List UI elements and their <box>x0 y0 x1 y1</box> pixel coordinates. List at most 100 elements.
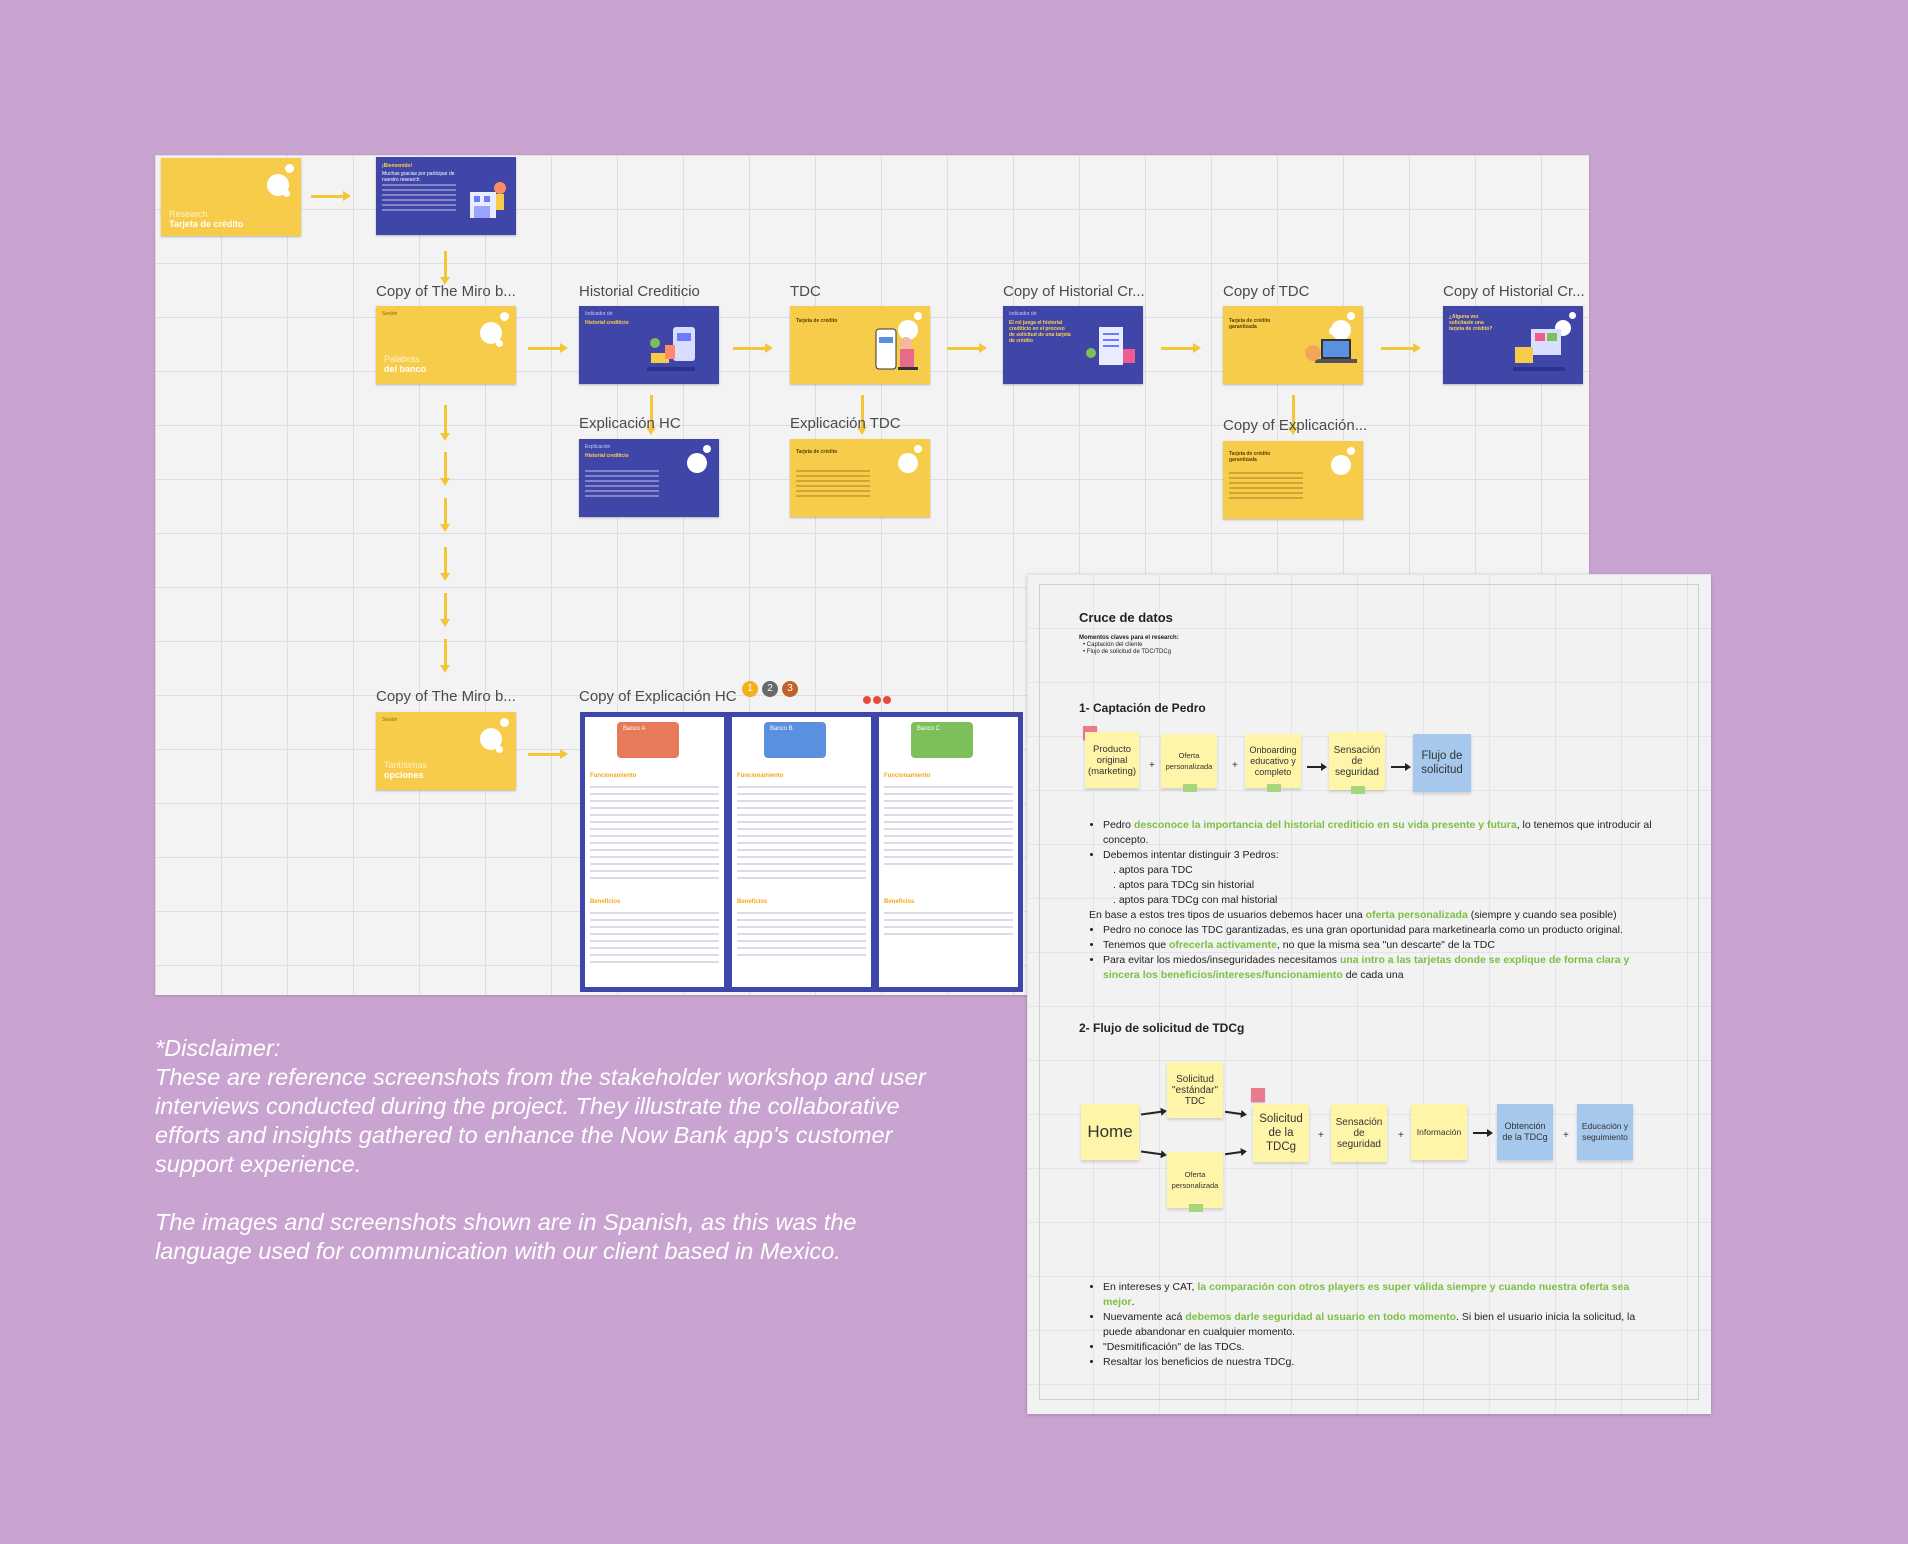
plus-icon: + <box>1398 1130 1404 1141</box>
explicacion-tdc-slide[interactable]: Tarjeta de crédito <box>790 439 930 517</box>
slide-title: El rol juega el historial crediticio en … <box>1009 320 1071 344</box>
slide-bold: del banco <box>384 364 427 374</box>
flow-arrow <box>1381 343 1421 353</box>
sticky-informacion[interactable]: Información <box>1411 1104 1467 1160</box>
plus-icon: + <box>1232 760 1238 771</box>
sticky-oferta-personalizada-2[interactable]: Oferta personalizada <box>1167 1152 1223 1208</box>
slide-title: Tarjeta de crédito <box>796 449 838 455</box>
slide-light: Tantísimas <box>384 760 428 770</box>
sticky-flujo-solicitud[interactable]: Flujo de solicitud <box>1413 734 1471 792</box>
dashboard-illustration <box>1513 329 1565 371</box>
copy-explicacion-slide[interactable]: Tarjeta de crédito garantizada <box>1223 441 1363 519</box>
slide-title: Historial crediticio <box>585 320 629 326</box>
historial-slide[interactable]: Indicador de Historial crediticio <box>579 306 719 384</box>
flow-arrow <box>440 593 450 627</box>
flow-arrow <box>440 405 450 441</box>
sticky-oferta-personalizada[interactable]: Oferta personalizada <box>1161 734 1217 788</box>
cruce-de-datos-panel[interactable]: Cruce de datos Momentos claves para el r… <box>1027 574 1711 1414</box>
plus-icon: + <box>1563 1130 1569 1141</box>
slide-bold: opciones <box>384 770 424 780</box>
frame-label: Copy of Explicación HC <box>579 688 737 705</box>
intro-sub: Muchas gracias por participar de nuestro… <box>382 171 455 183</box>
section-label: Beneficios <box>590 899 621 905</box>
credit-illustration <box>647 327 695 371</box>
note-item: En base a estos tres tipos de usuarios d… <box>1089 909 1617 921</box>
building-illustration <box>470 182 506 218</box>
bank-card: Banco B <box>764 722 826 758</box>
disclaimer-paragraph-2: The images and screenshots shown are in … <box>155 1209 857 1264</box>
explicacion-hc-slide[interactable]: Explicación Historial crediticio <box>579 439 719 517</box>
note-item: En intereses y CAT, la comparación con o… <box>1103 1280 1663 1310</box>
slide-tag: Indicador de <box>585 311 613 317</box>
note-item: "Desmitificación" de las TDCs. <box>1103 1340 1663 1355</box>
notes-section-1: Pedro desconoce la importancia del histo… <box>1089 818 1663 983</box>
section-label: Funcionamiento <box>590 773 637 779</box>
sticky-solicitud-estandar[interactable]: Solicitud "estándar" TDC <box>1167 1062 1223 1118</box>
more-options-icon[interactable] <box>863 691 893 704</box>
section-1-title: 1- Captación de Pedro <box>1079 701 1206 715</box>
section-label: Beneficios <box>884 899 915 905</box>
flow-arrow <box>947 343 987 353</box>
step-badge-3[interactable]: 3 <box>782 681 798 697</box>
slide-title: Tarjeta de crédito garantizada <box>1229 318 1271 330</box>
slide-title: Historial crediticio <box>585 453 629 459</box>
copy-historial-2-slide[interactable]: ¿Alguna vez solicitaste una tarjeta de c… <box>1443 306 1583 384</box>
slide-title: ¿Alguna vez solicitaste una tarjeta de c… <box>1449 314 1493 332</box>
phone-illustration <box>875 328 918 370</box>
frame-label: Copy of Historial Cr... <box>1443 283 1585 300</box>
sticky-educacion-seguimiento[interactable]: Educación y seguimiento <box>1577 1104 1633 1160</box>
plus-icon: + <box>1149 760 1155 771</box>
slide-title: Tarjeta de crédito <box>796 318 838 324</box>
frame-label: Copy of The Miro b... <box>376 688 516 705</box>
moments-title: Momentos claves para el research: <box>1079 635 1179 641</box>
flow-arrow <box>528 749 568 759</box>
slide-tag: Sesión <box>382 311 398 317</box>
flow-arrow <box>440 251 450 285</box>
disclaimer-paragraph-1: *Disclaimer: These are reference screens… <box>155 1035 926 1177</box>
notes-section-2: En intereses y CAT, la comparación con o… <box>1089 1280 1663 1370</box>
step-badge-2[interactable]: 2 <box>762 681 778 697</box>
sticky-producto-original[interactable]: Producto original (marketing) <box>1085 732 1139 788</box>
intro-slide[interactable]: ¡Bienvenido! Muchas gracias por particip… <box>376 157 516 235</box>
note-item: Nuevamente acá debemos darle seguridad a… <box>1103 1310 1663 1340</box>
slide-light: Palabras <box>384 354 420 364</box>
note-item: Debemos intentar distinguir 3 Pedros: . … <box>1103 848 1663 908</box>
flow-arrow <box>1288 395 1298 435</box>
bank-column: Banco B Funcionamiento Beneficios <box>732 717 871 987</box>
flow-arrow <box>440 547 450 581</box>
step-badge-1[interactable]: 1 <box>742 681 758 697</box>
copy-historial-slide[interactable]: Indicador de El rol juega el historial c… <box>1003 306 1143 384</box>
frame-label: TDC <box>790 283 821 300</box>
sticky-note-marker <box>1251 1088 1265 1102</box>
sticky-onboarding[interactable]: Onboarding educativo y completo <box>1245 734 1301 788</box>
copy-tdc-slide[interactable]: Tarjeta de crédito garantizada <box>1223 306 1363 384</box>
sticky-home[interactable]: Home <box>1081 1104 1139 1160</box>
arrow-icon <box>1473 1129 1493 1137</box>
slide-tag: Indicador de <box>1009 311 1037 317</box>
bank-card: Banco C <box>911 722 973 758</box>
moment-item: • Flujo de solicitud de TDC/TDCg <box>1083 649 1172 655</box>
sticky-sensacion-seguridad[interactable]: Sensación de seguridad <box>1329 732 1385 790</box>
panel-title: Cruce de datos <box>1079 610 1173 625</box>
flow-arrow <box>440 498 450 532</box>
note-item: Pedro desconoce la importancia del histo… <box>1103 818 1663 848</box>
arrow-icon <box>1307 763 1327 771</box>
sticky-obtencion-tdcg[interactable]: Obtención de la TDCg <box>1497 1104 1553 1160</box>
slide-tag: Sesión <box>382 717 398 723</box>
research-light-text: Research <box>169 209 208 219</box>
research-bold-text: Tarjeta de crédito <box>169 219 244 229</box>
sticky-solicitud-tdcg[interactable]: Solicitud de la TDCg <box>1253 1104 1309 1162</box>
tdc-slide[interactable]: Tarjeta de crédito <box>790 306 930 384</box>
sticky-sensacion-seguridad-2[interactable]: Sensación de seguridad <box>1331 1104 1387 1162</box>
plus-icon: + <box>1318 1130 1324 1141</box>
slide-tag: Explicación <box>585 444 611 450</box>
flow-arrow <box>440 639 450 673</box>
flow-arrow <box>857 395 867 435</box>
bank-comparison-frame[interactable]: Banco A Funcionamiento Beneficios Banco … <box>580 712 1023 992</box>
note-item: Pedro no conoce las TDC garantizadas, es… <box>1103 923 1663 938</box>
laptop-illustration <box>1305 327 1357 363</box>
disclaimer-text: *Disclaimer: These are reference screens… <box>155 1034 935 1266</box>
